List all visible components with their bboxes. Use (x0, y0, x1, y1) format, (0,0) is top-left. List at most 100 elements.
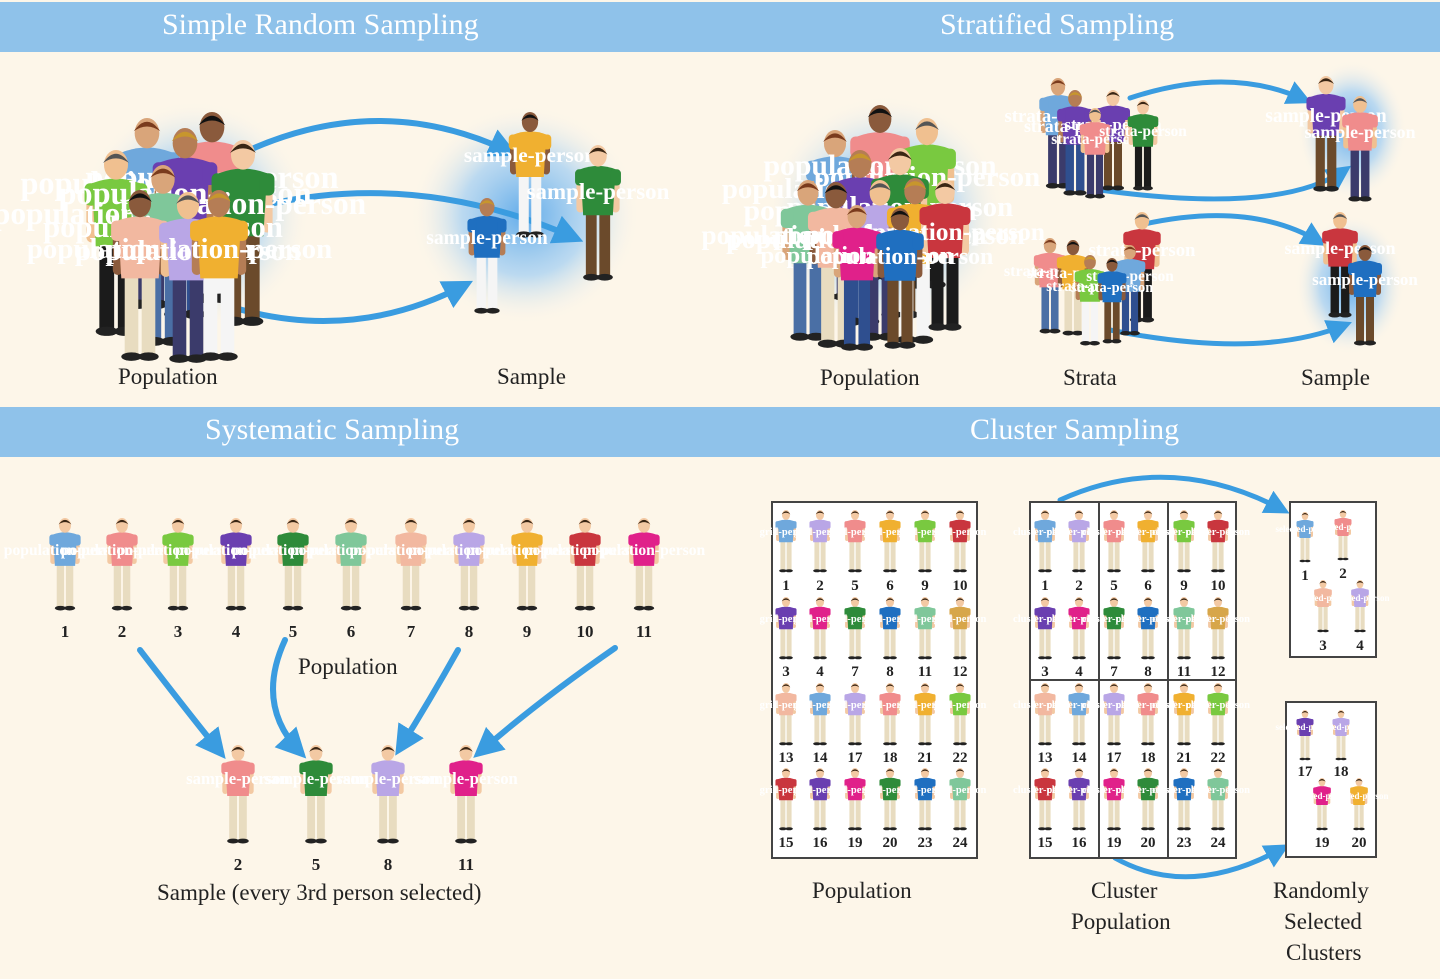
person-figure: cluster-person (1116, 597, 1180, 660)
cluster-number: 6 (1144, 578, 1152, 594)
shirt-number: grid-person (934, 785, 987, 796)
person-figure: grid-person (899, 510, 951, 573)
cluster-number: 16 (1072, 835, 1088, 851)
stratified-sample-label: Sample (1301, 365, 1370, 390)
person-figure: population-person (232, 518, 355, 611)
arrow-cluster-a (1057, 474, 1290, 514)
shirt-number: cluster-person (1013, 614, 1077, 625)
shirt-number: population-person (763, 149, 997, 182)
shirt-number: population-person (350, 542, 473, 559)
population-number: 10 (577, 622, 594, 641)
grid-number: 14 (813, 750, 829, 766)
cluster-number: 22 (1211, 750, 1226, 766)
person-figure: sample-person (1312, 245, 1418, 346)
person-figure: grid-person (794, 597, 847, 660)
person-figure: population-person (524, 518, 647, 611)
selected-number: 19 (1315, 835, 1330, 851)
shirt-number: strata-person (1071, 280, 1154, 296)
shirt-number: sample-person (414, 769, 518, 788)
shirt-number: population-person (175, 542, 298, 559)
shirt-number: cluster-person (1116, 700, 1180, 711)
person-figure: selected-person (1331, 580, 1390, 633)
person-figure: population-person (408, 518, 531, 611)
person-figure: selected-person (1330, 778, 1388, 831)
person-figure: population-person (350, 518, 473, 611)
person-figure: population-person (4, 518, 127, 611)
shirt-number: population-person (466, 542, 589, 559)
shirt-number: cluster-person (1047, 700, 1111, 711)
shirt-number: grid-person (794, 614, 847, 625)
simple-random-title: Simple Random Sampling (162, 8, 479, 41)
sample-number: 11 (458, 855, 474, 874)
person-figure: population-person (117, 518, 240, 611)
grid-number: 11 (918, 664, 932, 680)
shirt-number: sample-person (1284, 238, 1395, 258)
person-figure: cluster-person (1152, 597, 1216, 660)
shirt-number: grid-person (760, 785, 813, 796)
person-figure: sample-person (186, 745, 291, 844)
arrow-strata-top-a (1127, 79, 1312, 104)
stratified-title: Stratified Sampling (940, 8, 1175, 41)
shirt-number: grid-person (899, 785, 952, 796)
selected-number: 18 (1334, 764, 1349, 780)
person-figure: grid-person (794, 510, 846, 573)
person-figure: cluster-person (1013, 768, 1077, 831)
shirt-number: selected-person (1314, 522, 1373, 532)
person-figure: grid-person (934, 683, 986, 746)
selected-number: 1 (1301, 568, 1309, 584)
selected-clusters-label-line2: Selected (1284, 909, 1362, 934)
header-band-top (0, 2, 1440, 52)
shirt-number: grid-person (864, 614, 917, 625)
arrow-strata-top-b (1097, 165, 1352, 202)
shirt-number: selected-person (1276, 722, 1335, 732)
shirt-number: selected-person (1312, 722, 1371, 732)
shirt-number: strata-person (1089, 240, 1197, 261)
shirt-number: grid-person (864, 700, 917, 711)
shirt-number: grid-person (864, 785, 917, 796)
person-figure: population-person (61, 518, 184, 611)
person-figure: cluster-person (1116, 510, 1180, 573)
person-figure: strata-person (1099, 100, 1187, 191)
population-number: 5 (289, 622, 298, 641)
shirt-number: grid-person (829, 785, 882, 796)
population-number: 6 (347, 622, 356, 641)
person-figure: sample-person (464, 112, 596, 238)
person-figure: population-person (27, 190, 253, 361)
person-figure: population-person (807, 208, 993, 349)
arrow-to-sample-2 (242, 118, 519, 157)
person-figure: grid-person (760, 510, 812, 573)
person-figure: cluster-person (1082, 683, 1146, 746)
person-figure: cluster-person (1152, 510, 1216, 573)
shirt-number: population-person (290, 542, 413, 559)
grid-number: 10 (953, 578, 968, 594)
shirt-number: cluster-person (1116, 527, 1180, 538)
arrow-systematic-11 (473, 645, 618, 758)
cluster-number: 5 (1110, 578, 1118, 594)
person-figure: cluster-person (1047, 597, 1111, 660)
arrow-systematic-8 (395, 647, 461, 756)
shirt-number: cluster-person (1116, 785, 1180, 796)
person-figure: grid-person (829, 510, 881, 573)
arrow-strata-bottom-a (1137, 213, 1327, 246)
person-figure: population-person (760, 205, 954, 351)
grid-number: 24 (953, 835, 969, 851)
population-number: 4 (232, 622, 241, 641)
shirt-number: selected-person (1331, 593, 1390, 603)
grid-number: 19 (848, 835, 863, 851)
grid-number: 2 (816, 578, 824, 594)
cluster-number: 3 (1041, 664, 1049, 680)
cluster-population-label-line2: Population (1071, 909, 1171, 934)
cluster-number: 23 (1177, 835, 1192, 851)
grid-number: 13 (779, 750, 794, 766)
person-figure: selected-person (1314, 510, 1373, 561)
cluster-number: 8 (1144, 664, 1152, 680)
arrow-systematic-5 (270, 637, 307, 759)
population-number: 3 (174, 622, 183, 641)
person-figure: cluster-person (1186, 768, 1250, 831)
shirt-number: cluster-person (1186, 614, 1250, 625)
person-figure: grid-person (899, 683, 951, 746)
cluster-title: Cluster Sampling (970, 413, 1180, 446)
person-figure: cluster-person (1186, 683, 1250, 746)
person-figure: cluster-person (1082, 768, 1146, 831)
shirt-number: grid-person (899, 614, 952, 625)
